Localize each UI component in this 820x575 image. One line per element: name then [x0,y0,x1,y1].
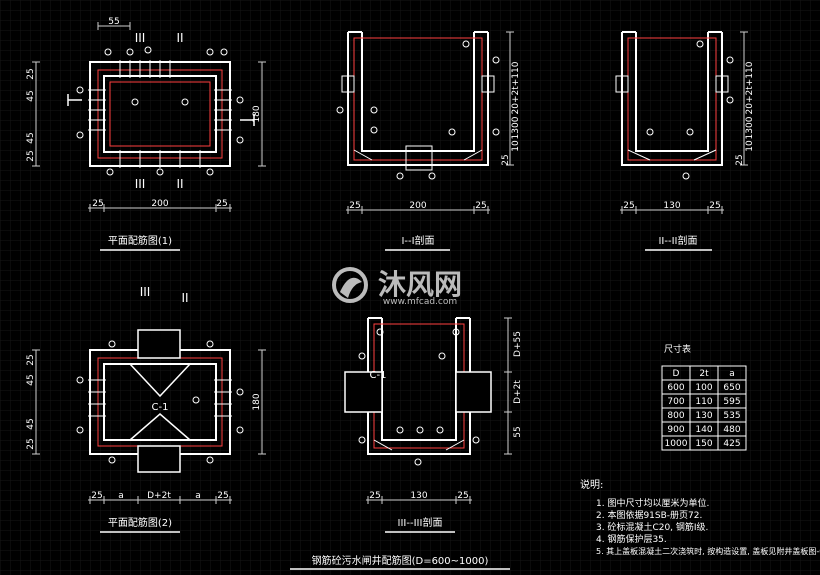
watermark-logo-icon [332,267,368,303]
watermark: 沐风网 www.mfcad.com [332,267,462,307]
plan2-dim-b1: a [118,491,124,501]
dim-table-cell: 110 [695,397,712,407]
plan1-dim-left-a: 25 [26,68,36,79]
dim-table-cell: 650 [723,383,740,393]
dim-table-title: 尺寸表 [664,343,691,355]
dim-table-header-2t: 2t [699,369,709,379]
plan1-dim-lines [32,22,266,212]
plan1-mark-iii-top: III [135,31,146,45]
dim-table-cell: 140 [695,425,712,435]
sec1-title: I--I剖面 [401,234,434,247]
sec2-dim-side-c: 1300 [745,116,755,139]
section-ii-ii: 25 130 25 20+2t+110 1300 10 25 II--II剖面 [615,31,755,251]
sec2-dim-bl: 25 [623,201,634,211]
dim-table-header-d: D [673,369,680,379]
plan1-mark-iii-bottom: III [135,177,146,191]
sec3-title: III--III剖面 [398,516,443,529]
plan2-dim-b2: D+2t [147,491,171,501]
plan2-dim-left-a: 25 [26,354,36,365]
sec2-dim-bm: 130 [663,201,680,211]
sec2-title: II--II剖面 [658,234,697,247]
dimension-table: 尺寸表 D 2t a 600 100 650 700 110 595 800 1… [661,343,747,451]
plan-view-1: III II III II 55 25 200 25 25 45 45 25 1… [26,17,266,251]
sec1-dim-bm: 200 [409,201,426,211]
sec3-dim-bl: 25 [369,491,380,501]
dim-table-cell: 480 [723,425,740,435]
plan2-mark-iii: III [140,285,151,299]
sec3-dim-side-a: D+55 [513,331,523,357]
plan1-mark-ii-top: II [176,31,183,45]
sec3-dim-br: 25 [457,491,468,501]
note-item: 2. 本图依据91SB-册页72. [596,509,702,521]
plan1-dim-right: 180 [252,105,262,122]
plan1-dim-br: 25 [216,199,227,209]
sec1-dim-side-a: 20+2t+110 [511,61,521,114]
notes-heading: 说明: [580,478,603,491]
plan2-dim-left-d: 45 [26,418,36,429]
dim-table-cell: 150 [695,439,712,449]
sec1-dim-side-c: 1300 [511,116,521,139]
plan1-dim-bl: 25 [92,199,103,209]
plan2-dim-right: 180 [252,393,262,410]
note-item: 1. 图中尺寸均以厘米为单位. [596,497,709,509]
plan1-dim-top: 55 [108,17,119,27]
sec3-dim-side-b: D+2t [513,380,523,404]
plan2-title: 平面配筋图(2) [108,516,172,529]
plan1-cut-lines [67,94,255,126]
watermark-url: www.mfcad.com [383,297,457,307]
sec3-label-c1: C-1 [370,370,387,381]
sec2-dim-side-d: 25 [735,154,745,165]
dim-table-cell: 130 [695,411,712,421]
plan2-dim-left-c: 25 [26,438,36,449]
note-item: 4. 钢筋保护层35. [596,533,667,545]
dim-table-header-a: a [729,369,735,379]
plan1-mark-ii-bottom: II [176,177,183,191]
dim-table-cell: 425 [723,439,740,449]
plan1-dim-left-d: 25 [26,150,36,161]
sec2-dim-side-a: 20+2t+110 [745,61,755,114]
note-item: 3. 砼标混凝土C20, 钢筋Ⅰ级. [596,521,708,533]
plan1-bar-marks [88,60,232,168]
plan1-dim-left-b: 45 [26,90,36,101]
dim-table-cell: 900 [667,425,684,435]
plan1-balloons [76,46,244,176]
plan2-mark-ii: II [181,291,188,305]
sec2-dim-side-b: 10 [745,140,755,152]
plan1-title: 平面配筋图(1) [108,234,172,247]
dim-table-cell: 1000 [665,439,688,449]
plan-view-2: C-1 III II 25 a D+2t a 25 25 45 45 25 18… [26,285,266,533]
plan2-dim-left-b: 45 [26,374,36,385]
section-iii-iii: C-1 25 130 25 D+55 D+2t 55 III--III剖面 [344,317,523,533]
plan2-dim-b3: a [195,491,201,501]
note-item: 5. 其上盖板混凝土二次浇筑时, 按构造设置, 盖板见附井盖板图-01. [596,546,820,556]
dim-table-cell: 100 [695,383,712,393]
sec3-dim-bm: 130 [410,491,427,501]
plan2-dim-b4: 25 [217,491,228,501]
watermark-cn: 沐风网 [378,268,462,301]
dim-table-cell: 535 [723,411,740,421]
sec2-dim-br: 25 [709,201,720,211]
dim-table-cell: 600 [667,383,684,393]
plan2-dim-b0: 25 [91,491,102,501]
dim-table-cell: 595 [723,397,740,407]
section-i-i: 25 200 25 20+2t+110 1300 10 25 I--I剖面 [336,31,521,251]
plan1-dim-left-c: 45 [26,132,36,143]
sec3-dim-side-c: 55 [513,426,523,437]
plan1-dim-bm: 200 [151,199,168,209]
sec1-dim-side-d: 25 [501,154,511,165]
sec1-dim-bl: 25 [349,201,360,211]
sec1-dim-side-b: 10 [511,140,521,152]
plan2-label-c1: C-1 [152,402,169,413]
main-title: 钢筋砼污水闸井配筋图(D=600~1000) [312,554,489,567]
dim-table-cell: 700 [667,397,684,407]
dim-table-cell: 800 [667,411,684,421]
plan1-rebar-inner [109,81,211,147]
sec1-dim-br: 25 [475,201,486,211]
notes: 说明: 1. 图中尺寸均以厘米为单位. 2. 本图依据91SB-册页72. 3.… [580,478,820,556]
